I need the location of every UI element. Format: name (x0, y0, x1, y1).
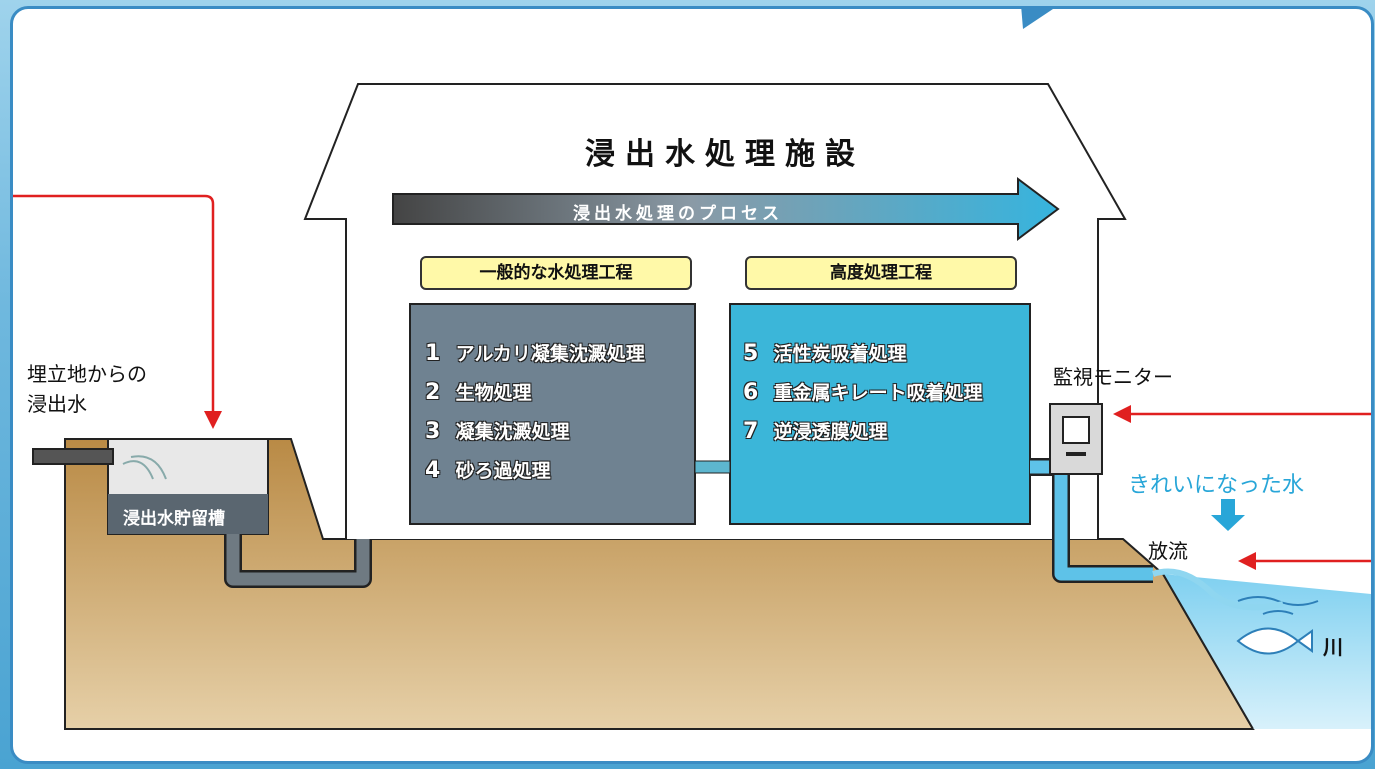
stage1-box (409, 303, 696, 525)
step-item: 3 凝集沈澱処理 (425, 419, 570, 444)
source-label: 埋立地からの 浸出水 (27, 362, 147, 416)
red-arrow-source (13, 194, 215, 414)
process-label: 浸出水処理のプロセス (573, 204, 783, 224)
discharge-label: 放流 (1148, 539, 1188, 563)
step-item: 7 逆浸透膜処理 (743, 419, 888, 444)
stage2-box (729, 303, 1031, 525)
stage2-label: 高度処理工程 (745, 256, 1017, 290)
outflow-water (1152, 568, 1284, 611)
step-item: 5 活性炭吸着処理 (743, 341, 907, 366)
tank-label: 浸出水貯留槽 (123, 509, 225, 529)
stage-link-pipe (694, 460, 731, 474)
river-ripples (1237, 596, 1319, 615)
step-item: 6 重金属キレート吸着処理 (743, 380, 983, 405)
fish-icon (1236, 627, 1313, 655)
step-item: 4 砂ろ過処理 (425, 458, 551, 483)
clean-water-label: きれいになった水 (1128, 473, 1305, 498)
diagram-frame: 浸出水処理施設 浸出水処理のプロセス 一般的な水処理工程 高度処理工程 1 アル… (10, 6, 1374, 764)
river-label: 川 (1323, 635, 1343, 659)
stage1-label: 一般的な水処理工程 (420, 256, 692, 290)
stage2-steps: 5 活性炭吸着処理 6 重金属キレート吸着処理 7 逆浸透膜処理 (743, 339, 983, 456)
step-item: 1 アルカリ凝集沈澱処理 (425, 341, 645, 366)
inlet-pipe (32, 448, 114, 465)
stage1-steps: 1 アルカリ凝集沈澱処理 2 生物処理 3 凝集沈澱処理 4 砂ろ過処理 (425, 339, 645, 495)
diagram-graphics (13, 9, 1371, 730)
step-item: 2 生物処理 (425, 380, 532, 405)
process-arrow (392, 177, 1060, 241)
facility-title: 浸出水処理施設 (585, 137, 865, 172)
monitor-label: 監視モニター (1053, 365, 1173, 389)
clean-water-arrow (1211, 499, 1245, 531)
inflow-splash (122, 455, 167, 480)
callout-notch (1021, 9, 1053, 29)
